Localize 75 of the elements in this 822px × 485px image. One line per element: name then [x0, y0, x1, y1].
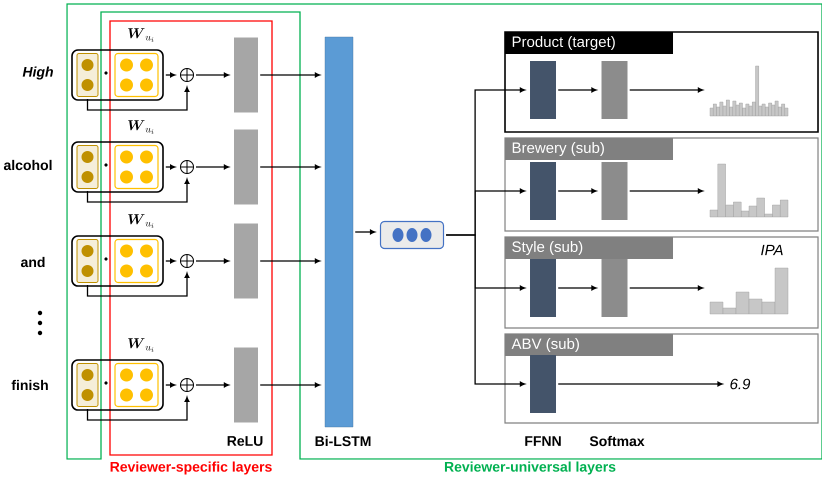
word-label: finish	[12, 380, 48, 390]
arrow	[86, 272, 190, 297]
arrow	[166, 72, 176, 78]
arrow	[196, 382, 230, 388]
vector-box	[76, 53, 98, 97]
task-panel: Brewery (sub)	[504, 137, 819, 232]
arrow	[86, 178, 190, 203]
arrow	[166, 258, 176, 264]
arrow	[260, 382, 320, 388]
node-label: $\boldsymbol{W}_{u_i}$	[128, 120, 154, 134]
arrow	[558, 382, 723, 386]
vector-box	[76, 363, 98, 407]
layer-label: Softmax	[590, 436, 645, 446]
arrow	[166, 382, 176, 388]
vector-box	[380, 220, 444, 250]
matrix-box	[114, 52, 159, 98]
arrow	[630, 188, 704, 194]
layer-label: Bi-LSTM	[316, 436, 370, 446]
embedding-box: $\boldsymbol{W}_{u_i}$	[71, 214, 164, 287]
embedding-box: $\boldsymbol{W}_{u_i}$	[71, 338, 164, 411]
softmax-bar	[602, 162, 628, 220]
plus-circle	[180, 254, 194, 268]
plus-circle	[180, 160, 194, 174]
arrow	[196, 164, 230, 170]
vector-box	[76, 145, 98, 189]
histogram-drawing	[710, 164, 788, 218]
vector-box	[76, 239, 98, 283]
ffnn-bar	[530, 355, 556, 413]
softmax-bar	[602, 259, 628, 317]
matrix-box	[114, 238, 159, 284]
layer-group-label: Reviewer-universal layers	[444, 461, 616, 475]
node-label: $\boldsymbol{W}_{u_i}$	[128, 214, 154, 228]
task-panel: Product (target)	[504, 31, 819, 133]
node-label: $\boldsymbol{W}_{u_i}$	[128, 338, 154, 352]
layer-label: ReLU	[228, 436, 262, 446]
arrow	[558, 286, 597, 290]
arrow	[86, 86, 190, 111]
softmax-bar	[602, 61, 628, 119]
arrow	[355, 230, 376, 234]
arrow	[260, 258, 320, 264]
matrix-box	[114, 144, 159, 190]
histogram-drawing	[710, 66, 788, 116]
word-label: alcohol	[4, 160, 52, 170]
layer-group-label: Reviewer-specific layers	[110, 461, 272, 475]
arrow	[260, 72, 320, 78]
layer-label: FFNN	[525, 436, 561, 446]
arrow	[86, 396, 190, 421]
ffnn-bar	[530, 61, 556, 119]
matrix-box	[114, 362, 159, 408]
layer-bar	[234, 348, 258, 422]
layer-bar	[234, 224, 258, 298]
arrow	[446, 234, 526, 386]
arrow	[558, 88, 597, 92]
ffnn-bar	[530, 259, 556, 317]
arrow	[630, 286, 704, 290]
layer-bar	[234, 130, 258, 204]
layer-bar	[234, 38, 258, 112]
arrow	[558, 188, 597, 194]
arrow	[196, 72, 230, 78]
histogram-drawing	[710, 268, 788, 314]
arrow	[630, 88, 704, 92]
value-text: 6.9	[730, 378, 750, 390]
node-label: $\boldsymbol{W}_{u_i}$	[128, 28, 154, 42]
arrow	[166, 164, 176, 170]
histogram-label: IPA	[761, 244, 783, 256]
arrow	[196, 258, 230, 264]
plus-circle	[180, 68, 194, 82]
lstm-bar	[324, 36, 354, 428]
ffnn-bar	[530, 162, 556, 220]
word-label: and	[20, 256, 45, 268]
arrow	[260, 164, 320, 170]
embedding-box: $\boldsymbol{W}_{u_i}$	[71, 28, 164, 101]
embedding-box: $\boldsymbol{W}_{u_i}$	[71, 120, 164, 193]
plus-circle	[180, 378, 194, 392]
word-label: High	[22, 66, 53, 80]
